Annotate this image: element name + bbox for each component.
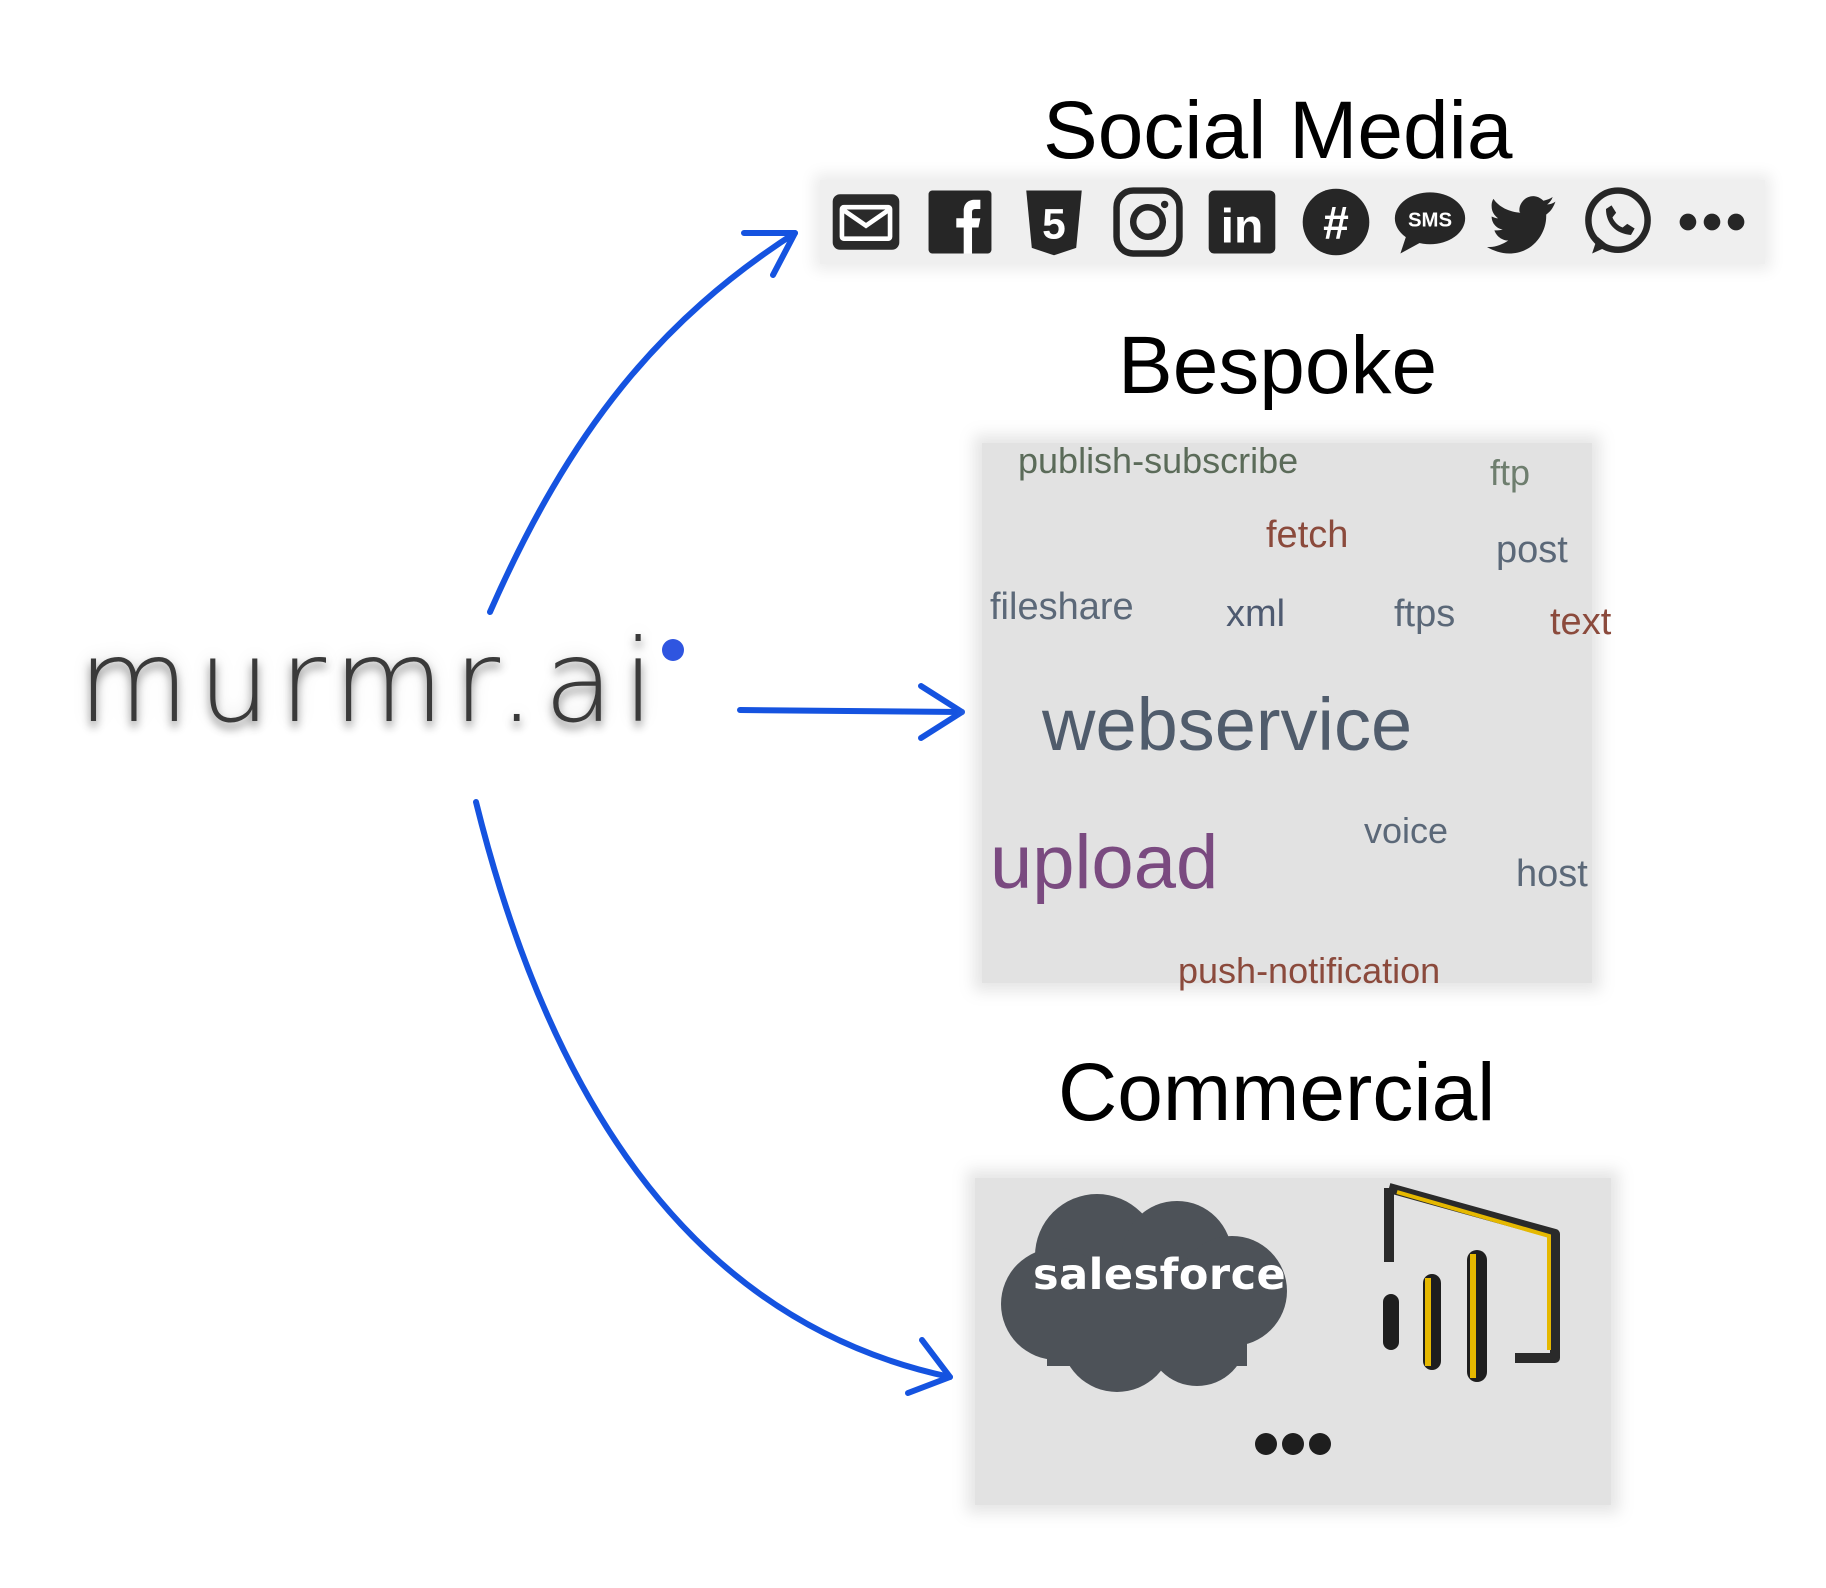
salesforce-label: salesforce	[1033, 1250, 1287, 1300]
word-upload: upload	[990, 820, 1219, 905]
email-icon	[826, 182, 906, 262]
commercial-title: Commercial	[1058, 1047, 1496, 1138]
more-icon	[1672, 182, 1752, 262]
arrow-to-bespoke	[737, 683, 965, 741]
word-ftps: ftps	[1394, 593, 1456, 635]
social-media-title: Social Media	[1043, 85, 1513, 176]
svg-text:in: in	[1221, 199, 1264, 253]
word-text: text	[1550, 601, 1612, 643]
commercial-integrations: salesforce	[975, 1178, 1611, 1505]
sms-icon: SMS	[1390, 182, 1470, 262]
svg-text:5: 5	[1042, 201, 1066, 249]
power-bi-icon	[1383, 1183, 1560, 1382]
facebook-icon	[920, 182, 1000, 262]
murmr-logo: murmr.ai	[78, 615, 664, 748]
html5-icon: 5	[1014, 182, 1094, 262]
word-post: post	[1496, 529, 1568, 571]
word-publish-subscribe: publish-subscribe	[1018, 440, 1299, 481]
instagram-icon	[1108, 182, 1188, 262]
arrow-to-commercial	[473, 799, 953, 1396]
logo-accent-dot	[662, 639, 684, 661]
word-fetch: fetch	[1266, 514, 1349, 556]
word-fileshare: fileshare	[990, 586, 1134, 628]
linkedin-icon: in	[1202, 182, 1282, 262]
word-webservice: webservice	[1042, 683, 1413, 766]
word-voice: voice	[1364, 810, 1449, 851]
more-icon	[1255, 1433, 1331, 1455]
word-host: host	[1516, 853, 1588, 895]
whatsapp-icon	[1578, 182, 1658, 262]
bespoke-word-cloud: publish-subscribe ftp fetch post filesha…	[982, 440, 1611, 989]
salesforce-cloud-icon	[1001, 1194, 1287, 1392]
bespoke-title: Bespoke	[1118, 320, 1438, 411]
word-ftp: ftp	[1490, 452, 1531, 493]
svg-text:#: #	[1323, 197, 1349, 249]
word-push-notification: push-notification	[1178, 950, 1441, 991]
twitter-icon	[1484, 182, 1564, 262]
word-xml: xml	[1226, 593, 1286, 635]
social-media-icons: 5 in # SMS	[820, 180, 1765, 264]
hashtag-icon: #	[1296, 182, 1376, 262]
arrow-to-social-media	[487, 230, 798, 615]
svg-text:SMS: SMS	[1408, 210, 1452, 232]
